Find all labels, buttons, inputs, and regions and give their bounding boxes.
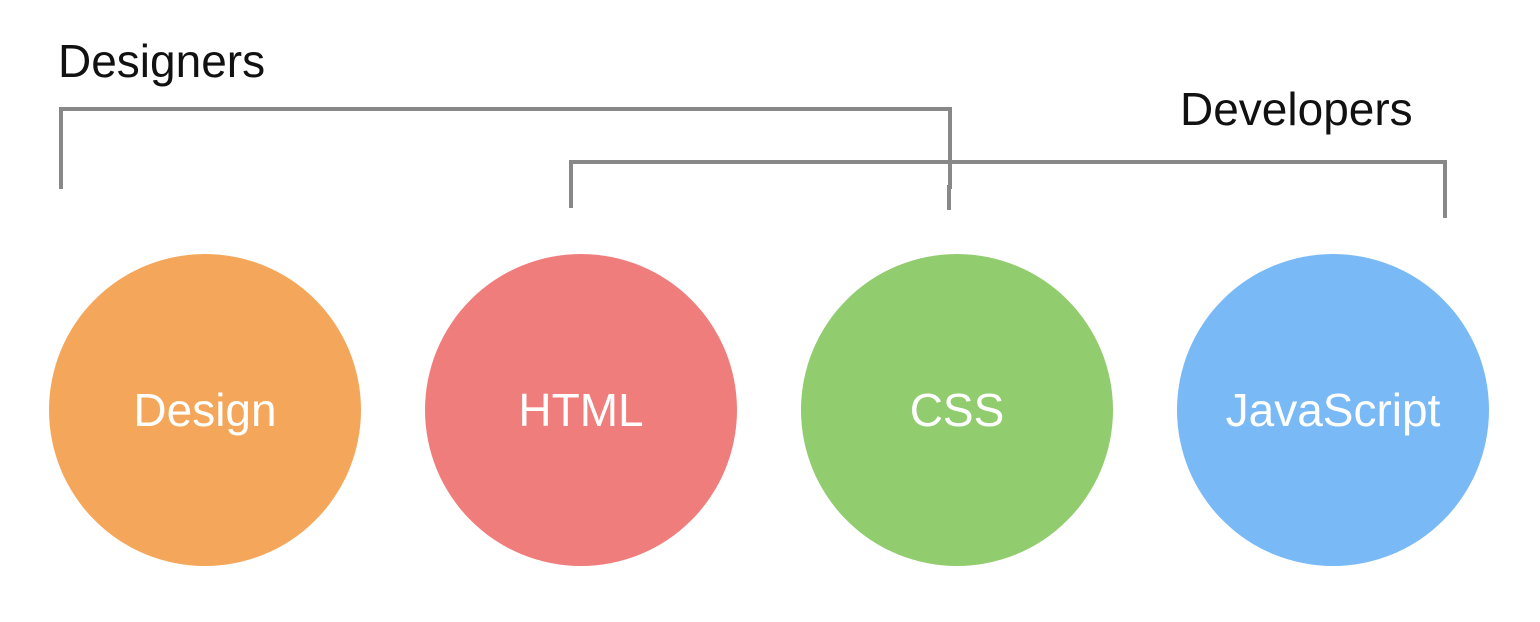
designers-bracket (59, 107, 952, 189)
designers-label: Designers (58, 35, 266, 87)
javascript-circle: JavaScript (1177, 254, 1489, 566)
javascript-circle-label: JavaScript (1225, 384, 1441, 436)
design-circle: Design (49, 254, 361, 566)
html-circle: HTML (425, 254, 737, 566)
developers-bracket-trim (569, 208, 573, 218)
design-circle-label: Design (133, 384, 277, 436)
developers-bracket (569, 160, 1447, 218)
html-circle-label: HTML (518, 384, 644, 436)
developers-label: Developers (1180, 83, 1413, 135)
designers-bracket-end (947, 185, 951, 210)
css-circle-label: CSS (909, 384, 1005, 436)
css-circle: CSS (801, 254, 1113, 566)
